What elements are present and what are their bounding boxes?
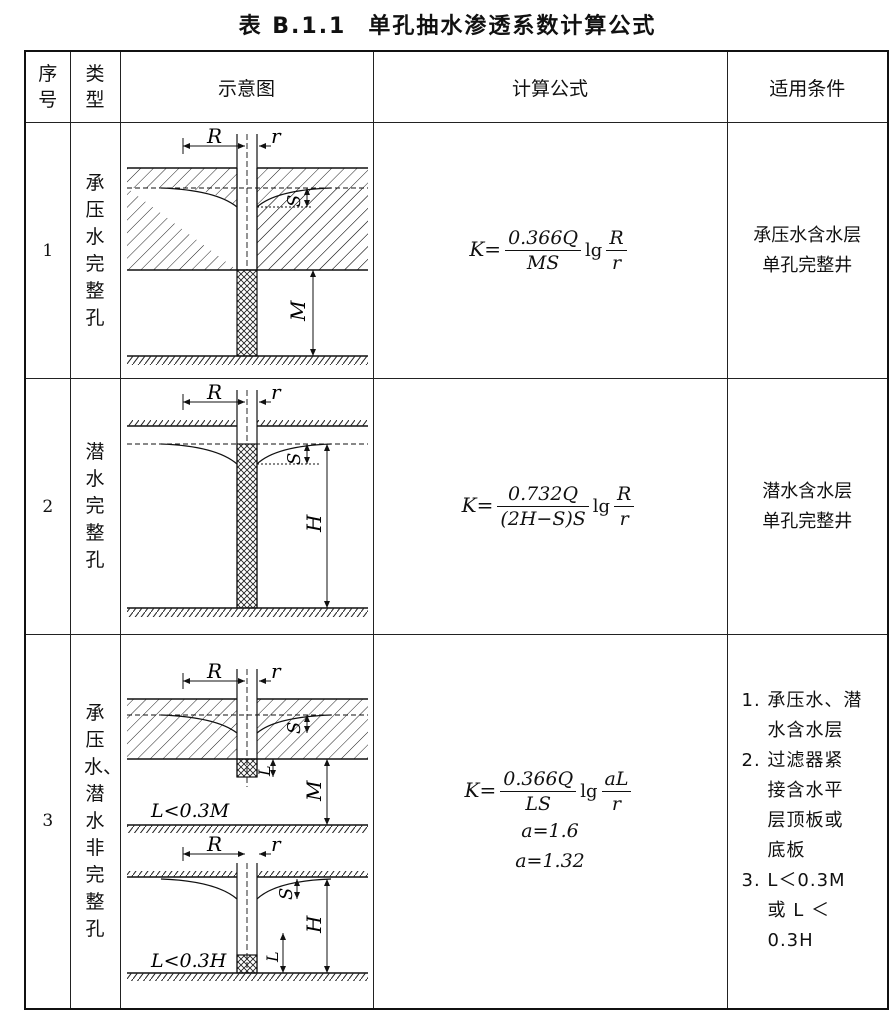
- label-H: H: [302, 514, 326, 533]
- condition-text: 潜水含水层 单孔完整井: [762, 480, 853, 532]
- header-index: 序 号: [24, 50, 71, 123]
- label-R-lower: R: [206, 832, 222, 856]
- label-R: R: [206, 380, 222, 404]
- header-type: 类 型: [69, 50, 121, 123]
- label-r: r: [271, 124, 282, 148]
- row-type: 承压水、潜水非完整孔: [69, 634, 122, 1009]
- note-bottom: L<0.3H: [150, 950, 227, 972]
- label-H-lower: H: [302, 915, 326, 934]
- table-title-text: 单孔抽水渗透系数计算公式: [368, 14, 657, 39]
- formula-a1: a=1.6: [521, 819, 579, 842]
- label-L: L: [255, 766, 274, 778]
- label-L-lower: L: [263, 952, 282, 964]
- condition-list: 1. 承压水、潜 水含水层 2. 过滤器紧 接含水平 层顶板或 底板 3. L＜…: [741, 690, 863, 952]
- header-condition: 适用条件: [726, 50, 889, 123]
- note-top: L<0.3M: [150, 800, 230, 822]
- unconfined-complete-well-diagram: R r S H: [126, 380, 368, 617]
- label-M: M: [286, 300, 310, 322]
- table-row: 1 承压水完整孔: [24, 122, 889, 379]
- row-condition: 潜水含水层 单孔完整井: [726, 378, 889, 635]
- label-r: r: [271, 659, 282, 683]
- table-title: 表 B.1.1 单孔抽水渗透系数计算公式: [0, 8, 895, 40]
- condition-text: 承压水含水层 单孔完整井: [753, 224, 862, 276]
- label-S: S: [284, 194, 305, 206]
- label-S-lower: S: [276, 888, 297, 900]
- row-diagram: R r S L M L<0.3M R r: [119, 634, 374, 1009]
- row-index: 3: [24, 634, 71, 1009]
- label-r-lower: r: [271, 832, 282, 856]
- header-row: 序 号 类 型 示意图 计算公式 适用条件: [24, 50, 889, 123]
- label-S: S: [284, 722, 305, 734]
- confined-complete-well-diagram: R r S M: [126, 124, 368, 365]
- label-S: S: [284, 452, 305, 464]
- row-index: 1: [24, 122, 71, 379]
- row-index: 2: [24, 378, 71, 635]
- table-code: 表 B.1.1: [238, 14, 347, 39]
- row-diagram: R r S H: [119, 378, 374, 635]
- table-row: 3 承压水、潜水非完整孔 R: [24, 634, 889, 1009]
- row-diagram: R r S M: [119, 122, 374, 379]
- header-diagram: 示意图: [119, 50, 374, 123]
- label-M: M: [302, 780, 326, 802]
- label-R: R: [206, 659, 222, 683]
- row-condition: 承压水含水层 单孔完整井: [726, 122, 889, 379]
- header-formula: 计算公式: [372, 50, 728, 123]
- formula-table: 序 号 类 型 示意图 计算公式 适用条件 1 承压水完整孔: [24, 50, 889, 1010]
- partial-well-diagram: R r S L M L<0.3M R r: [126, 659, 368, 982]
- table-row: 2 潜水完整孔 R r: [24, 378, 889, 635]
- label-R: R: [206, 124, 222, 148]
- formula-a2: a=1.32: [515, 849, 585, 872]
- label-r: r: [271, 380, 282, 404]
- row-condition: 1. 承压水、潜 水含水层 2. 过滤器紧 接含水平 层顶板或 底板 3. L＜…: [726, 634, 889, 1009]
- row-type: 承压水完整孔: [69, 122, 121, 379]
- row-type: 潜水完整孔: [69, 378, 121, 635]
